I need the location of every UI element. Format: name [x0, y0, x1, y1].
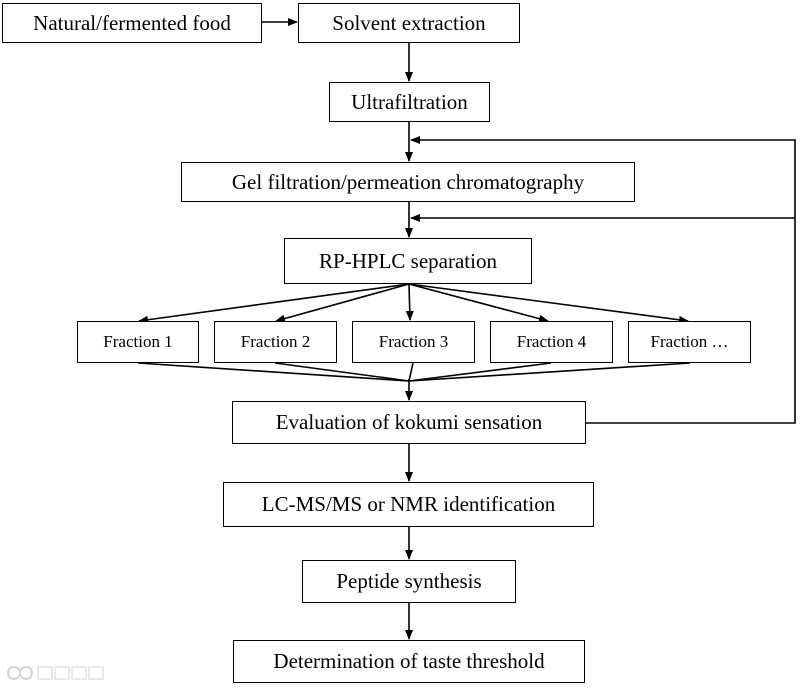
arrow-hplc-to-fraction-1	[138, 283, 410, 324]
node-threshold: Determination of taste threshold	[233, 640, 585, 683]
watermark-logo	[6, 662, 106, 684]
line-fraction-3-to-merge	[408, 362, 414, 382]
line-fraction-5-to-merge	[408, 362, 691, 382]
arrow-hplc-to-fraction-4	[408, 283, 549, 323]
node-rp-hplc: RP-HPLC separation	[284, 238, 532, 284]
node-identification: LC-MS/MS or NMR identification	[223, 482, 594, 527]
node-natural-food: Natural/fermented food	[2, 3, 262, 43]
node-ultrafiltration: Ultrafiltration	[329, 82, 490, 122]
node-solvent-extraction: Solvent extraction	[298, 3, 520, 43]
arrow-hplc-to-fraction-2	[275, 283, 410, 323]
line-fraction-1-to-merge	[137, 362, 410, 382]
line-fraction-4-to-merge	[408, 362, 552, 382]
node-fraction-1: Fraction 1	[77, 321, 199, 363]
arrow-hplc-to-fraction-5	[408, 283, 689, 324]
node-fraction-3: Fraction 3	[352, 321, 475, 363]
node-gel-filtration: Gel filtration/permeation chromatography	[181, 162, 635, 202]
arrow-hplc-to-fraction-3	[405, 283, 414, 321]
node-fraction-4: Fraction 4	[490, 321, 613, 363]
line-fraction-2-to-merge	[274, 362, 410, 382]
node-evaluation: Evaluation of kokumi sensation	[232, 401, 586, 444]
node-fraction-2: Fraction 2	[214, 321, 337, 363]
node-synthesis: Peptide synthesis	[302, 560, 516, 603]
node-fraction-5: Fraction …	[628, 321, 751, 363]
feedback-loop-to-gel	[410, 136, 796, 424]
